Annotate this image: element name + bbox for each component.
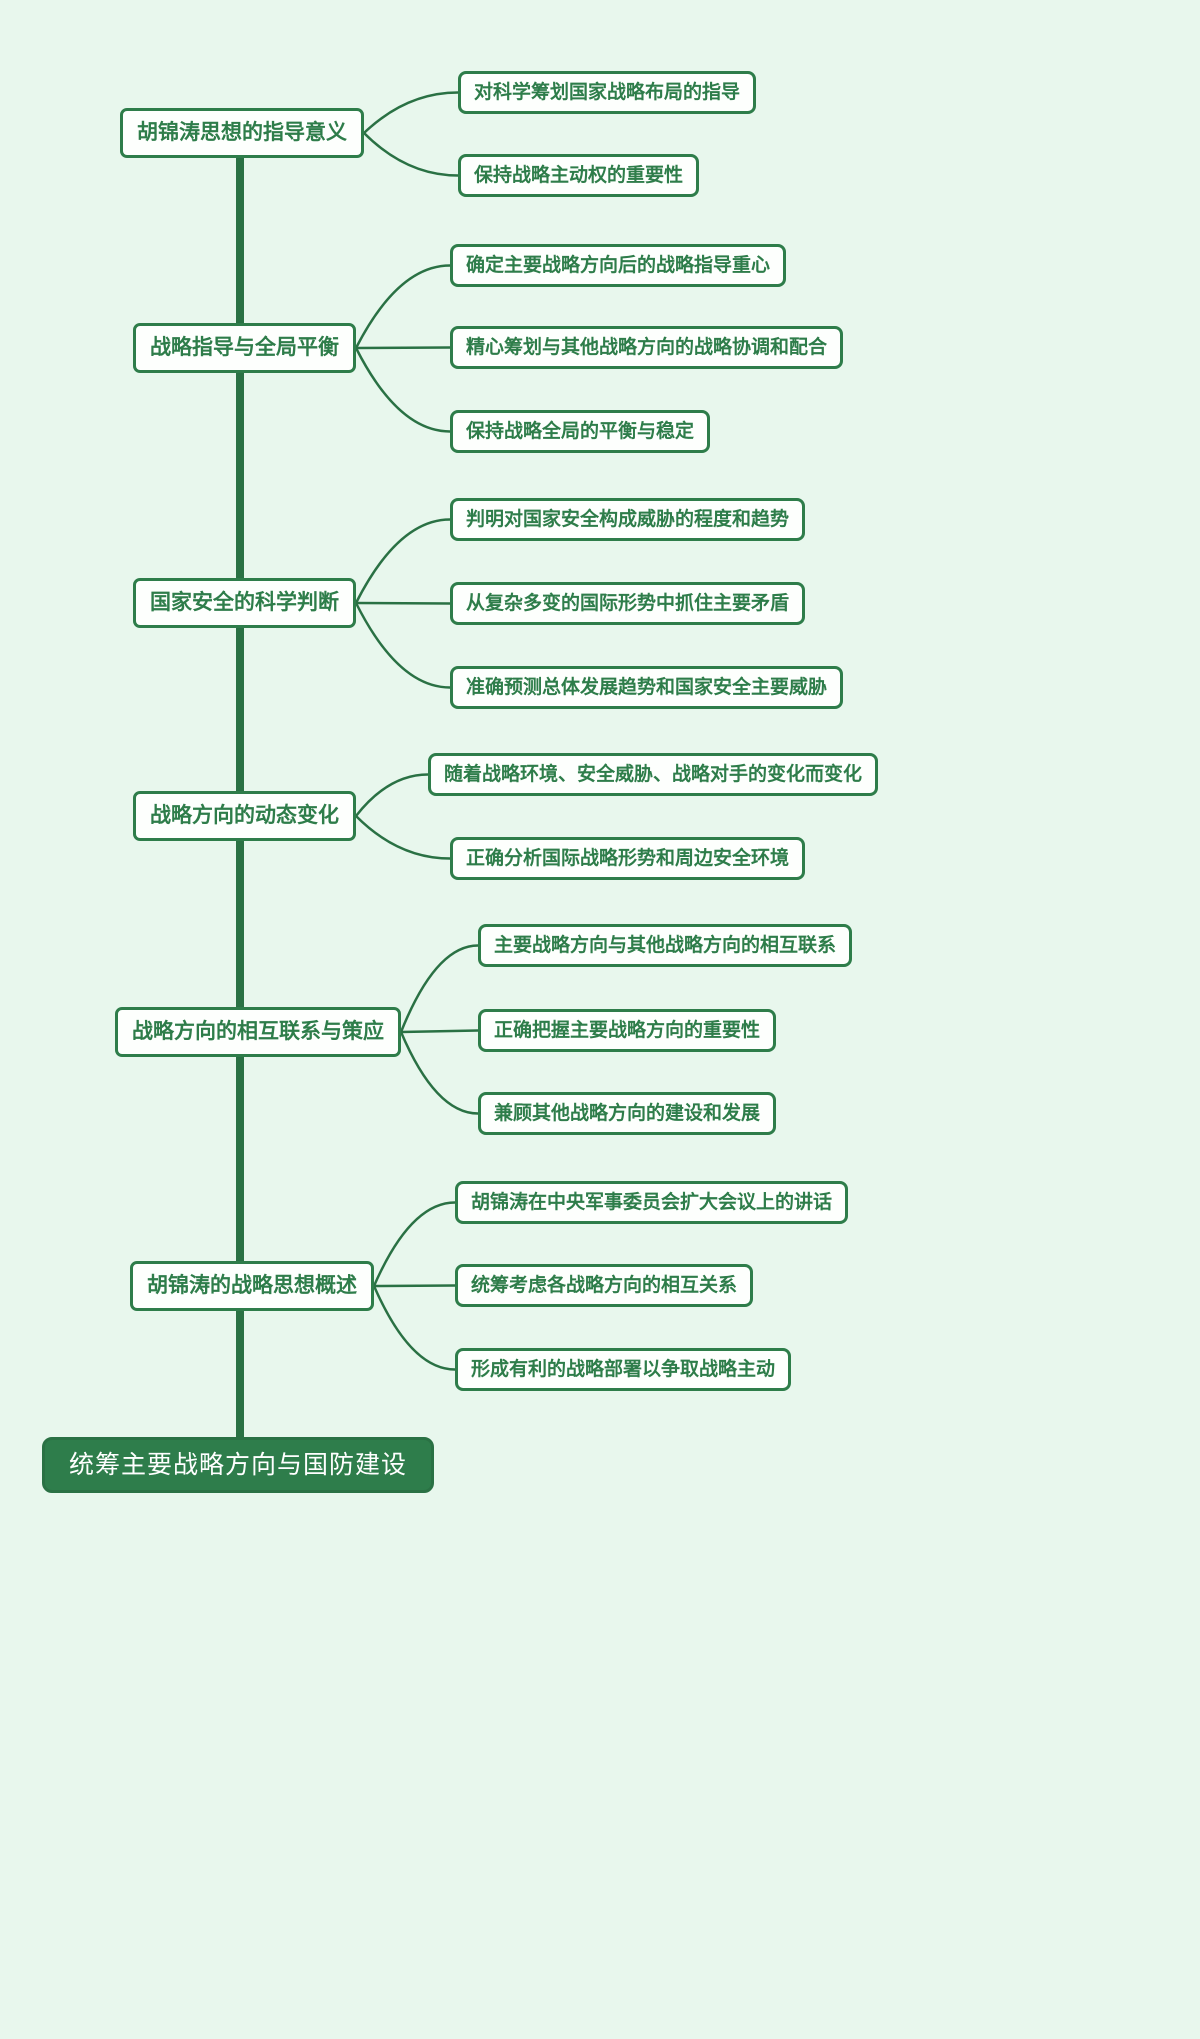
leaf-node[interactable]: 保持战略主动权的重要性 [458,154,700,197]
leaf-node[interactable]: 对科学筹划国家战略布局的指导 [458,71,757,114]
branch-node[interactable]: 国家安全的科学判断 [133,578,356,628]
branch-node[interactable]: 胡锦涛的战略思想概述 [130,1261,374,1311]
root-node[interactable]: 统筹主要战略方向与国防建设 [42,1437,435,1493]
branch-node[interactable]: 战略方向的动态变化 [133,791,356,841]
leaf-node[interactable]: 正确把握主要战略方向的重要性 [478,1009,777,1052]
leaf-node[interactable]: 正确分析国际战略形势和周边安全环境 [450,837,806,880]
leaf-node[interactable]: 保持战略全局的平衡与稳定 [450,410,711,453]
leaf-node[interactable]: 精心筹划与其他战略方向的战略协调和配合 [450,326,844,369]
branch-node[interactable]: 战略指导与全局平衡 [133,323,356,373]
leaf-node[interactable]: 胡锦涛在中央军事委员会扩大会议上的讲话 [455,1181,849,1224]
leaf-node[interactable]: 形成有利的战略部署以争取战略主动 [455,1348,792,1391]
branch-node[interactable]: 胡锦涛思想的指导意义 [120,108,364,158]
trunk-line [236,130,244,1450]
leaf-node[interactable]: 判明对国家安全构成威胁的程度和趋势 [450,498,806,541]
leaf-node[interactable]: 准确预测总体发展趋势和国家安全主要威胁 [450,666,844,709]
leaf-node[interactable]: 确定主要战略方向后的战略指导重心 [450,244,787,287]
leaf-node[interactable]: 统筹考虑各战略方向的相互关系 [455,1264,754,1307]
leaf-node[interactable]: 主要战略方向与其他战略方向的相互联系 [478,924,853,967]
leaf-node[interactable]: 从复杂多变的国际形势中抓住主要矛盾 [450,582,806,625]
leaf-node[interactable]: 兼顾其他战略方向的建设和发展 [478,1092,777,1135]
branch-node[interactable]: 战略方向的相互联系与策应 [115,1007,401,1057]
leaf-node[interactable]: 随着战略环境、安全威胁、战略对手的变化而变化 [428,753,879,796]
